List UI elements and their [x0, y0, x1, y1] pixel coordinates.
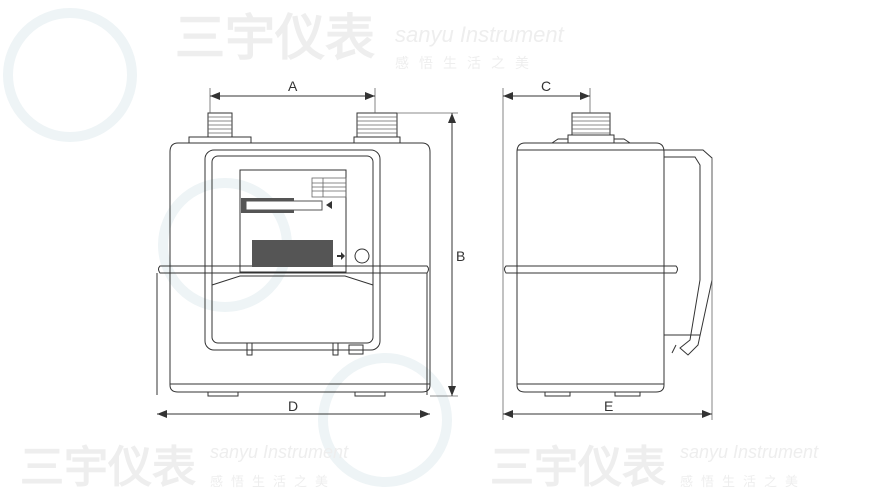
side-body	[516, 142, 665, 393]
inlet-fitting	[188, 112, 252, 144]
watermark-brand-cn: 三宇仪表	[175, 9, 375, 67]
meter-body	[169, 142, 431, 393]
nameplate	[239, 169, 347, 273]
seal-clip	[348, 344, 364, 355]
pointer-triangle-icon	[326, 201, 332, 209]
cover-tabs	[246, 343, 339, 356]
outlet-fitting	[353, 112, 401, 144]
side-view	[504, 112, 713, 397]
watermark-group: 三宇仪表 sanyu Instrument 感悟生活之美 三宇仪表 sanyu …	[3, 8, 819, 493]
dim-label-c: C	[541, 78, 551, 94]
watermark-brand-en: sanyu Instrument	[210, 442, 349, 462]
button-circle-icon	[354, 248, 370, 264]
spec-table	[311, 177, 347, 198]
watermark-logo-icon	[3, 8, 137, 142]
side-fitting	[551, 112, 631, 144]
dim-label-d: D	[288, 398, 298, 414]
watermark-logo-icon	[318, 353, 452, 487]
meter-feet	[207, 392, 386, 397]
dim-label-e: E	[604, 398, 613, 414]
side-band	[504, 265, 678, 274]
watermark-slogan: 感悟生活之美	[680, 474, 806, 490]
front-view	[156, 112, 431, 397]
watermark-brand-cn: 三宇仪表	[20, 442, 196, 493]
dimension-lines: A B C D E	[157, 78, 713, 420]
watermark-slogan: 感悟生活之美	[210, 474, 336, 490]
watermark-brand-cn: 三宇仪表	[490, 442, 666, 493]
arrow-right-icon	[337, 252, 345, 260]
side-cover	[664, 149, 713, 356]
dim-label-b: B	[456, 248, 465, 264]
watermark-brand-en: sanyu Instrument	[395, 22, 565, 47]
dim-label-a: A	[288, 78, 298, 94]
watermark-brand-en: sanyu Instrument	[680, 442, 819, 462]
front-cover	[204, 149, 381, 351]
lcd-display	[252, 240, 333, 267]
watermark-slogan: 感悟生活之美	[395, 55, 539, 72]
